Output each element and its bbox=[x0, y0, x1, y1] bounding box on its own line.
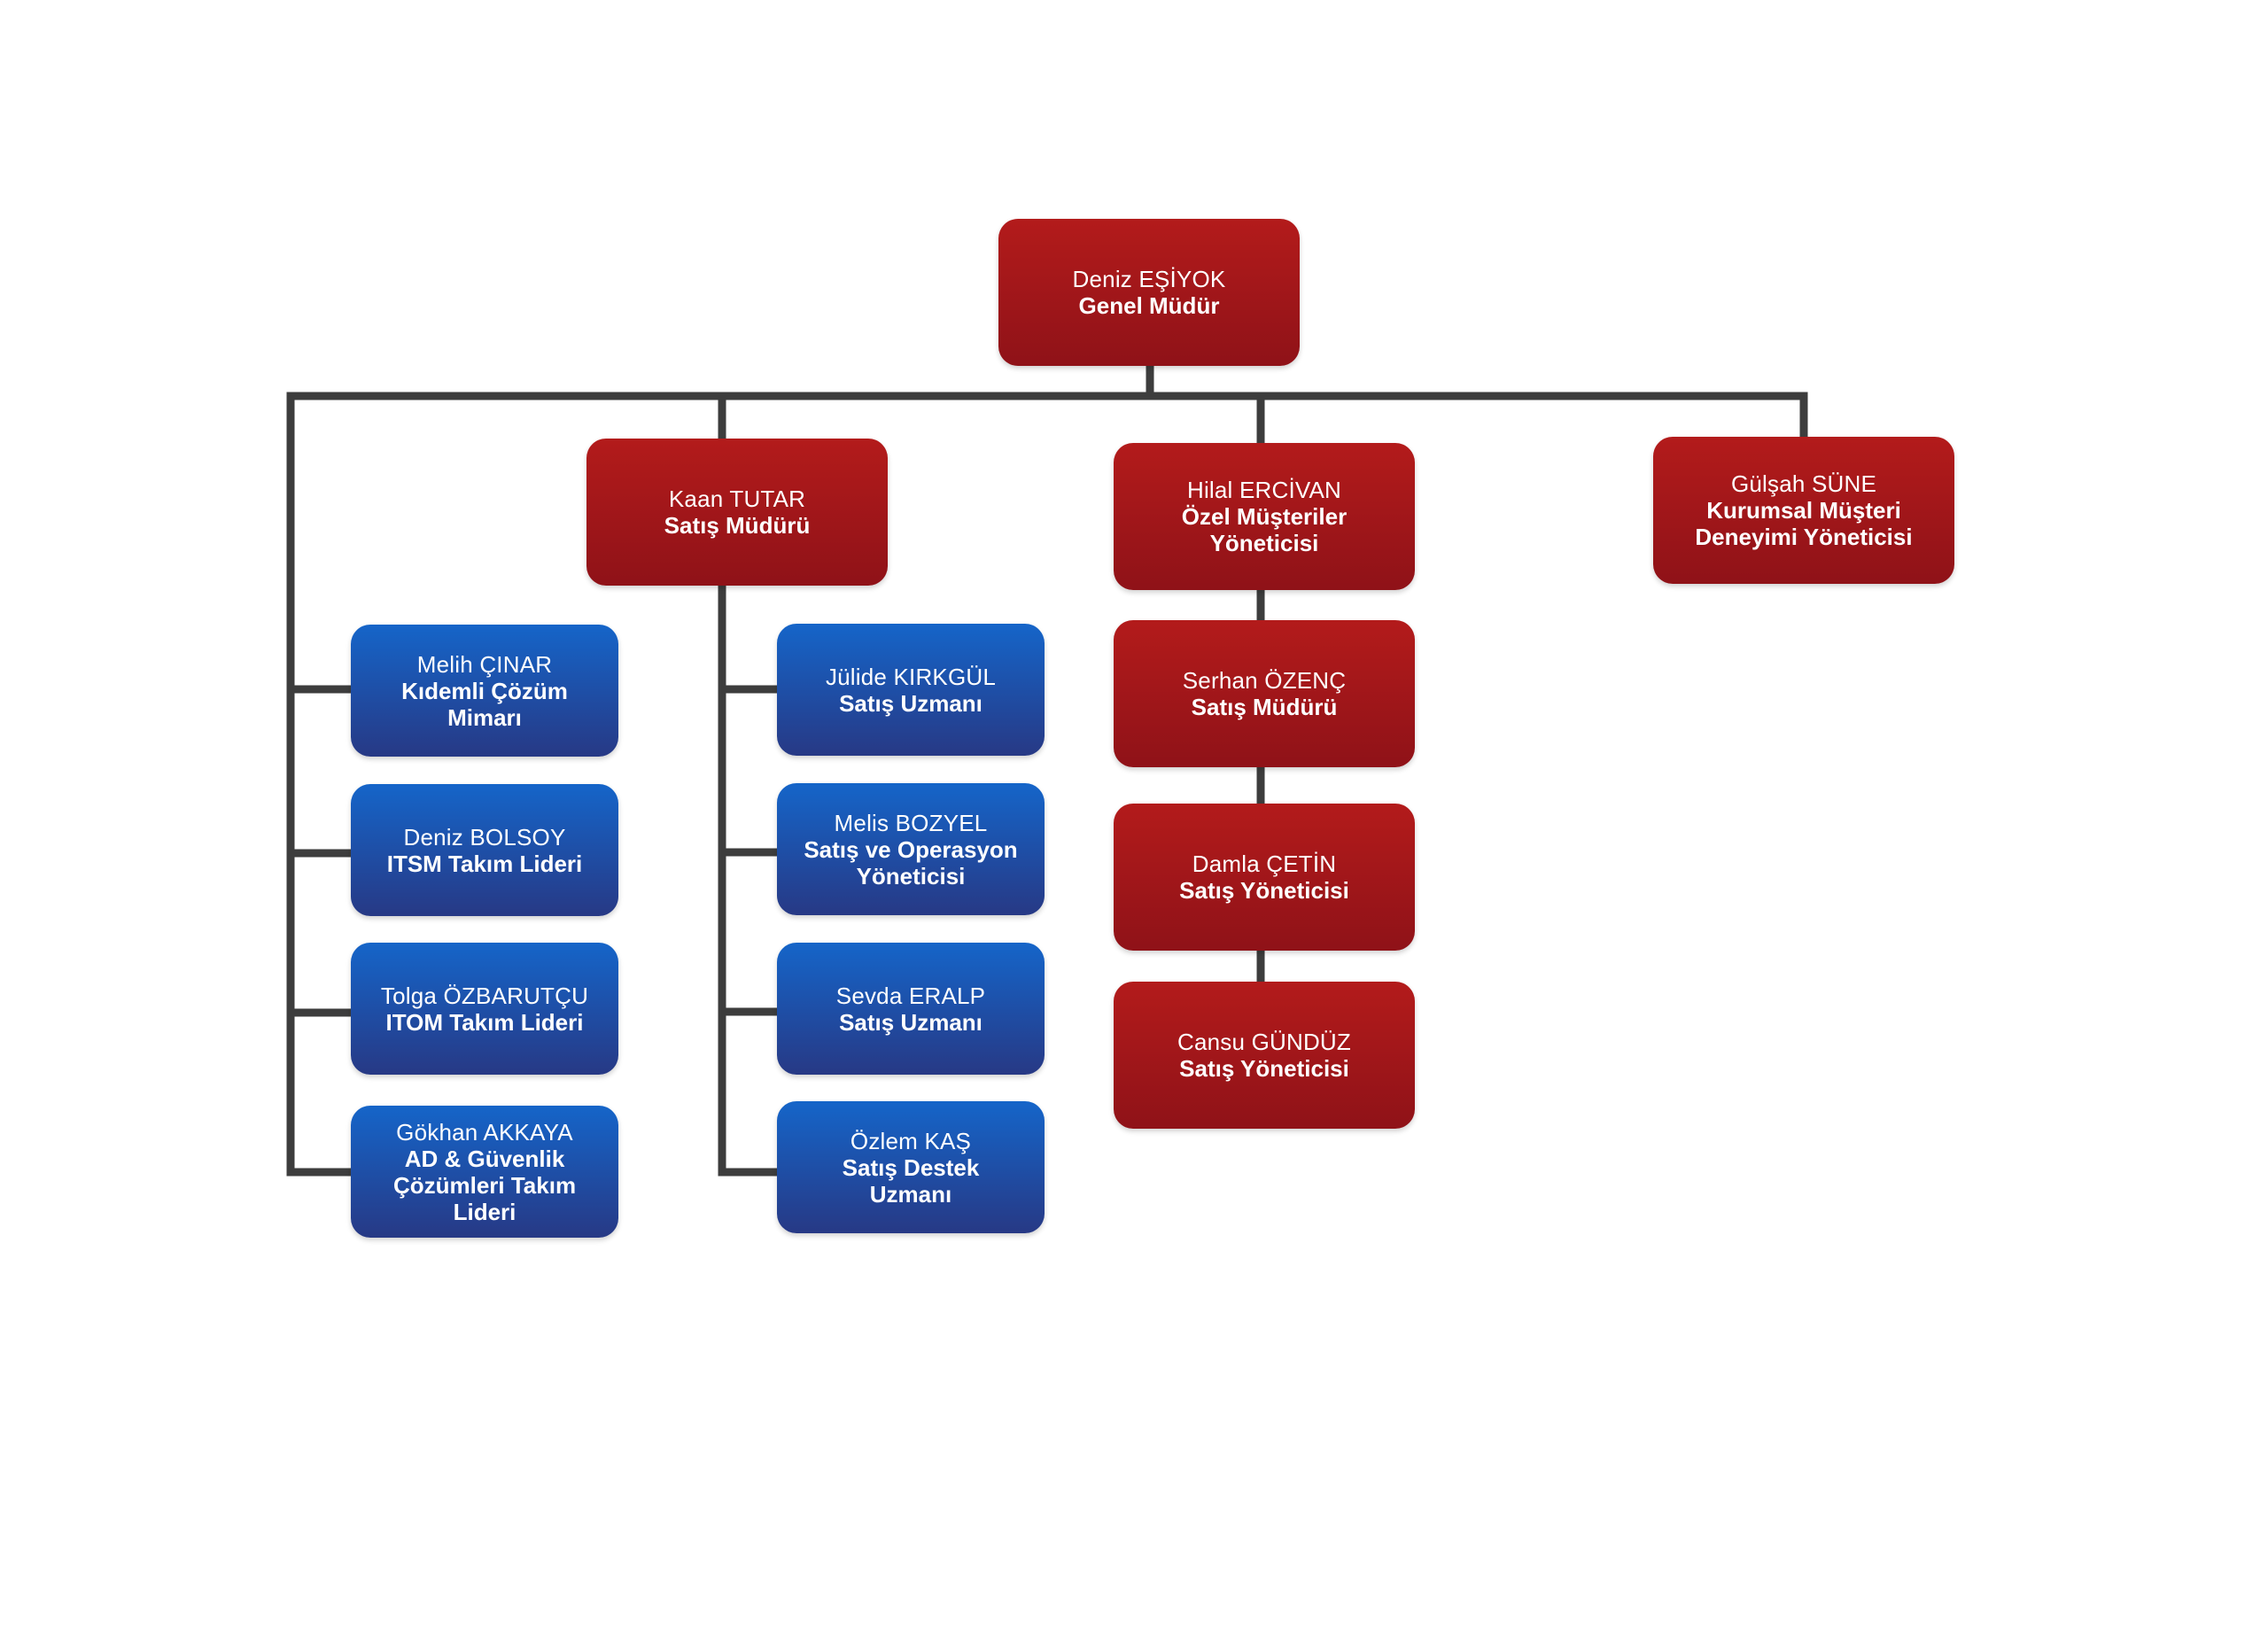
node-title: Satış Yöneticisi bbox=[1179, 877, 1349, 904]
node-title: Kurumsal Müşteri Deneyimi Yöneticisi bbox=[1695, 497, 1913, 550]
org-node-julide: Jülide KIRKGÜL Satış Uzmanı bbox=[777, 624, 1045, 756]
node-name: Serhan ÖZENÇ bbox=[1182, 667, 1347, 694]
node-title: Satış Destek Uzmanı bbox=[842, 1154, 980, 1208]
node-title: Genel Müdür bbox=[1078, 292, 1220, 319]
node-title: Satış ve Operasyon Yöneticisi bbox=[804, 835, 1018, 889]
org-node-genel-mudur: Deniz EŞİYOK Genel Müdür bbox=[998, 219, 1300, 366]
node-name: Damla ÇETİN bbox=[1192, 851, 1337, 877]
node-name: Jülide KIRKGÜL bbox=[825, 663, 997, 690]
node-name: Gülşah SÜNE bbox=[1730, 470, 1877, 497]
node-title: Satış Müdürü bbox=[1191, 694, 1338, 720]
node-name: Melih ÇINAR bbox=[416, 650, 553, 678]
node-title: Özel Müşteriler Yöneticisi bbox=[1181, 503, 1348, 556]
org-node-kurumsal-musteri: Gülşah SÜNE Kurumsal Müşteri Deneyimi Yö… bbox=[1653, 437, 1954, 584]
org-node-tolga: Tolga ÖZBARUTÇU ITOM Takım Lideri bbox=[351, 943, 618, 1075]
node-name: Cansu GÜNDÜZ bbox=[1177, 1029, 1351, 1055]
org-node-sevda: Sevda ERALP Satış Uzmanı bbox=[777, 943, 1045, 1075]
node-title: ITOM Takım Lideri bbox=[385, 1008, 584, 1036]
org-node-cansu: Cansu GÜNDÜZ Satış Yöneticisi bbox=[1114, 982, 1415, 1129]
node-title: Satış Uzmanı bbox=[839, 689, 983, 717]
node-name: Kaan TUTAR bbox=[668, 485, 806, 512]
org-node-ozlem: Özlem KAŞ Satış Destek Uzmanı bbox=[777, 1101, 1045, 1233]
org-node-ozel-musteriler: Hilal ERCİVAN Özel Müşteriler Yöneticisi bbox=[1114, 443, 1415, 590]
node-name: Deniz EŞİYOK bbox=[1072, 266, 1226, 292]
node-name: Melis BOZYEL bbox=[834, 809, 988, 836]
node-title: Satış Uzmanı bbox=[839, 1008, 983, 1036]
org-node-melih: Melih ÇINAR Kıdemli Çözüm Mimarı bbox=[351, 625, 618, 757]
node-name: Deniz BOLSOY bbox=[403, 823, 566, 851]
org-node-bolsoy: Deniz BOLSOY ITSM Takım Lideri bbox=[351, 784, 618, 916]
node-title: AD & Güvenlik Çözümleri Takım Lideri bbox=[392, 1145, 577, 1225]
node-title: Satış Yöneticisi bbox=[1179, 1055, 1349, 1082]
org-node-gokhan: Gökhan AKKAYA AD & Güvenlik Çözümleri Ta… bbox=[351, 1106, 618, 1238]
org-node-serhan: Serhan ÖZENÇ Satış Müdürü bbox=[1114, 620, 1415, 767]
node-name: Sevda ERALP bbox=[835, 982, 986, 1009]
org-node-damla: Damla ÇETİN Satış Yöneticisi bbox=[1114, 804, 1415, 951]
org-node-satis-muduru-kaan: Kaan TUTAR Satış Müdürü bbox=[586, 439, 888, 586]
node-name: Özlem KAŞ bbox=[850, 1127, 972, 1154]
node-title: Kıdemli Çözüm Mimarı bbox=[401, 677, 568, 731]
node-name: Gökhan AKKAYA bbox=[396, 1118, 573, 1146]
node-title: Satış Müdürü bbox=[664, 512, 811, 539]
org-node-melis: Melis BOZYEL Satış ve Operasyon Yönetici… bbox=[777, 783, 1045, 915]
node-title: ITSM Takım Lideri bbox=[386, 850, 583, 877]
node-name: Tolga ÖZBARUTÇU bbox=[380, 982, 589, 1009]
node-name: Hilal ERCİVAN bbox=[1186, 477, 1342, 503]
